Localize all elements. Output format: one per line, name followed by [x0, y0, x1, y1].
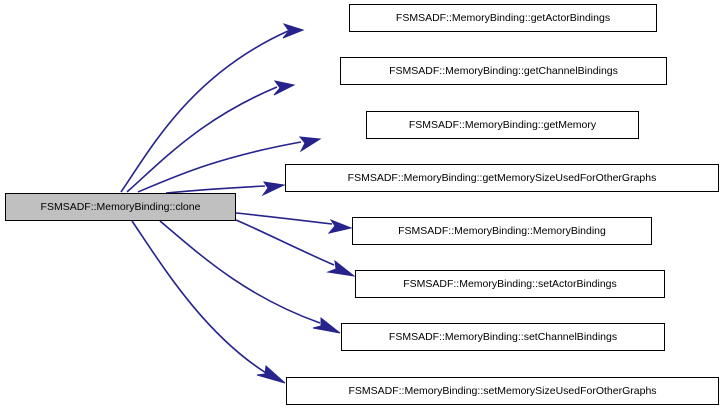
- edge-clone-to-MemoryBinding: [235, 212, 353, 234]
- node-memory-binding-constructor[interactable]: FSMSADF::MemoryBinding::MemoryBinding: [352, 217, 652, 245]
- edge-clone-to-getMemorySizeUsedForOtherGraphs: [165, 181, 286, 197]
- edge-clone-to-getMemory: [137, 136, 322, 193]
- node-get-memory[interactable]: FSMSADF::MemoryBinding::getMemory: [366, 111, 639, 139]
- node-label: FSMSADF::MemoryBinding::setActorBindings: [403, 277, 617, 290]
- edge-clone-to-setChannelBindings: [159, 220, 341, 334]
- node-label: FSMSADF::MemoryBinding::getActorBindings: [395, 11, 611, 24]
- node-label: FSMSADF::MemoryBinding::MemoryBinding: [398, 224, 606, 237]
- edge-clone-to-setMemorySizeUsedForOtherGraphs: [131, 220, 286, 384]
- node-label: FSMSADF::MemoryBinding::clone: [40, 200, 201, 213]
- node-label: FSMSADF::MemoryBinding::setChannelBindin…: [388, 330, 618, 343]
- node-label: FSMSADF::MemoryBinding::getMemorySizeUse…: [347, 171, 657, 184]
- edge-clone-to-setActorBindings: [235, 219, 356, 277]
- edge-clone-to-getActorBindings: [120, 23, 305, 193]
- node-set-actor-bindings[interactable]: FSMSADF::MemoryBinding::setActorBindings: [355, 270, 665, 298]
- edge-clone-to-getChannelBindings: [126, 80, 296, 193]
- node-label: FSMSADF::MemoryBinding::setMemorySizeUse…: [348, 384, 657, 397]
- node-get-actor-bindings[interactable]: FSMSADF::MemoryBinding::getActorBindings: [349, 4, 657, 32]
- node-clone[interactable]: FSMSADF::MemoryBinding::clone: [5, 193, 236, 221]
- node-label: FSMSADF::MemoryBinding::getChannelBindin…: [389, 64, 618, 77]
- node-get-memory-size-used-for-other-graphs[interactable]: FSMSADF::MemoryBinding::getMemorySizeUse…: [285, 164, 719, 192]
- node-label: FSMSADF::MemoryBinding::getMemory: [408, 118, 597, 131]
- node-set-channel-bindings[interactable]: FSMSADF::MemoryBinding::setChannelBindin…: [341, 323, 665, 351]
- node-get-channel-bindings[interactable]: FSMSADF::MemoryBinding::getChannelBindin…: [340, 57, 667, 85]
- node-set-memory-size-used-for-other-graphs[interactable]: FSMSADF::MemoryBinding::setMemorySizeUse…: [286, 377, 719, 405]
